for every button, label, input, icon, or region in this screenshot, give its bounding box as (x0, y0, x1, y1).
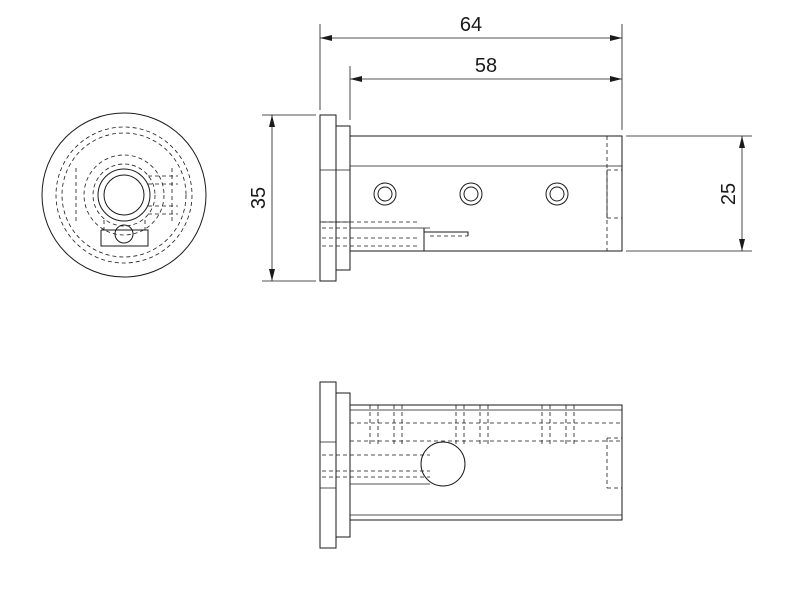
dimension-58: 58 (349, 55, 622, 120)
dimension-25: 25 (626, 135, 752, 252)
dimension-64: 64 (319, 14, 623, 130)
dimension-58-label: 58 (475, 55, 497, 77)
dimension-35: 35 (248, 114, 316, 282)
top-view (319, 381, 623, 549)
end-view (41, 112, 207, 278)
dimension-25-label: 25 (718, 183, 740, 205)
front-view (319, 114, 623, 282)
dimension-35-label: 35 (248, 187, 270, 209)
dimension-64-label: 64 (460, 14, 482, 36)
